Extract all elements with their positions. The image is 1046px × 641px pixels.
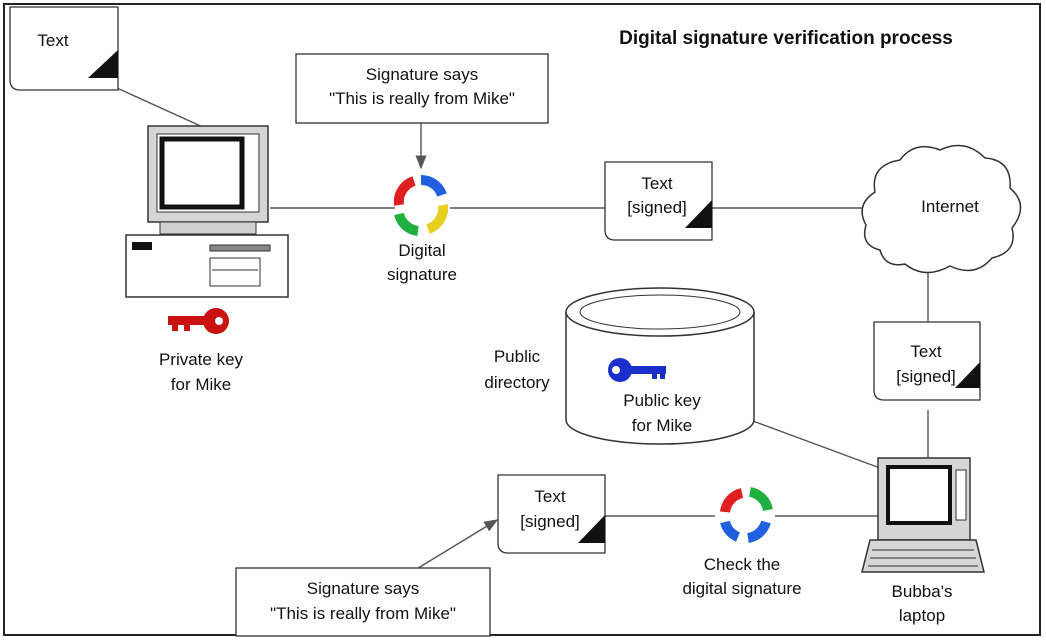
signed-document-right: Text [signed] xyxy=(873,321,981,401)
svg-text:signature: signature xyxy=(387,265,457,284)
svg-text:Private key: Private key xyxy=(159,350,244,369)
svg-text:Check the: Check the xyxy=(704,555,781,574)
private-key-label: Private key for Mike xyxy=(159,350,244,394)
digital-signature-cycle-icon xyxy=(393,174,449,236)
public-key-label: Public key for Mike xyxy=(623,391,701,435)
svg-text:"This is really from Mike": "This is really from Mike" xyxy=(329,89,515,108)
svg-text:Text: Text xyxy=(641,174,672,193)
svg-text:Text: Text xyxy=(910,342,941,361)
sender-text-document: Text xyxy=(9,6,119,91)
callout-bottom: Signature says "This is really from Mike… xyxy=(235,567,491,637)
svg-text:Digital: Digital xyxy=(398,241,445,260)
public-directory-database-icon xyxy=(565,287,755,445)
svg-text:digital signature: digital signature xyxy=(682,579,801,598)
connector-lines xyxy=(94,77,929,574)
check-signature-cycle-icon xyxy=(720,487,773,543)
svg-text:[signed]: [signed] xyxy=(896,367,956,386)
svg-text:[signed]: [signed] xyxy=(627,198,687,217)
public-key-icon xyxy=(608,358,666,382)
public-directory-label: Public directory xyxy=(484,347,550,392)
digital-signature-label: Digital signature xyxy=(387,241,457,284)
svg-text:for Mike: for Mike xyxy=(171,375,231,394)
internet-cloud-icon: Internet xyxy=(861,144,1022,274)
diagram-frame xyxy=(3,3,1041,636)
svg-text:directory: directory xyxy=(484,373,550,392)
svg-text:Public key: Public key xyxy=(623,391,701,410)
svg-text:[signed]: [signed] xyxy=(520,512,580,531)
svg-text:Signature says: Signature says xyxy=(366,65,478,84)
desktop-computer-icon xyxy=(125,125,289,298)
svg-text:"This is really from Mike": "This is really from Mike" xyxy=(270,604,456,623)
svg-text:Text: Text xyxy=(37,31,68,50)
svg-text:Public: Public xyxy=(494,347,541,366)
svg-text:laptop: laptop xyxy=(899,606,945,625)
signed-document-bottom: Text [signed] xyxy=(497,474,606,554)
svg-text:for Mike: for Mike xyxy=(632,416,692,435)
svg-text:Internet: Internet xyxy=(921,197,979,216)
laptop-icon xyxy=(861,457,985,573)
private-key-icon xyxy=(168,308,229,334)
callout-top: Signature says "This is really from Mike… xyxy=(295,53,549,124)
svg-text:Bubba's: Bubba's xyxy=(892,582,953,601)
svg-text:Signature says: Signature says xyxy=(307,579,419,598)
laptop-label: Bubba's laptop xyxy=(892,582,953,625)
signed-document-top: Text [signed] xyxy=(604,161,713,241)
check-signature-label: Check the digital signature xyxy=(682,555,801,598)
svg-text:Text: Text xyxy=(534,487,565,506)
diagram-title: Digital signature verification process xyxy=(619,28,953,49)
